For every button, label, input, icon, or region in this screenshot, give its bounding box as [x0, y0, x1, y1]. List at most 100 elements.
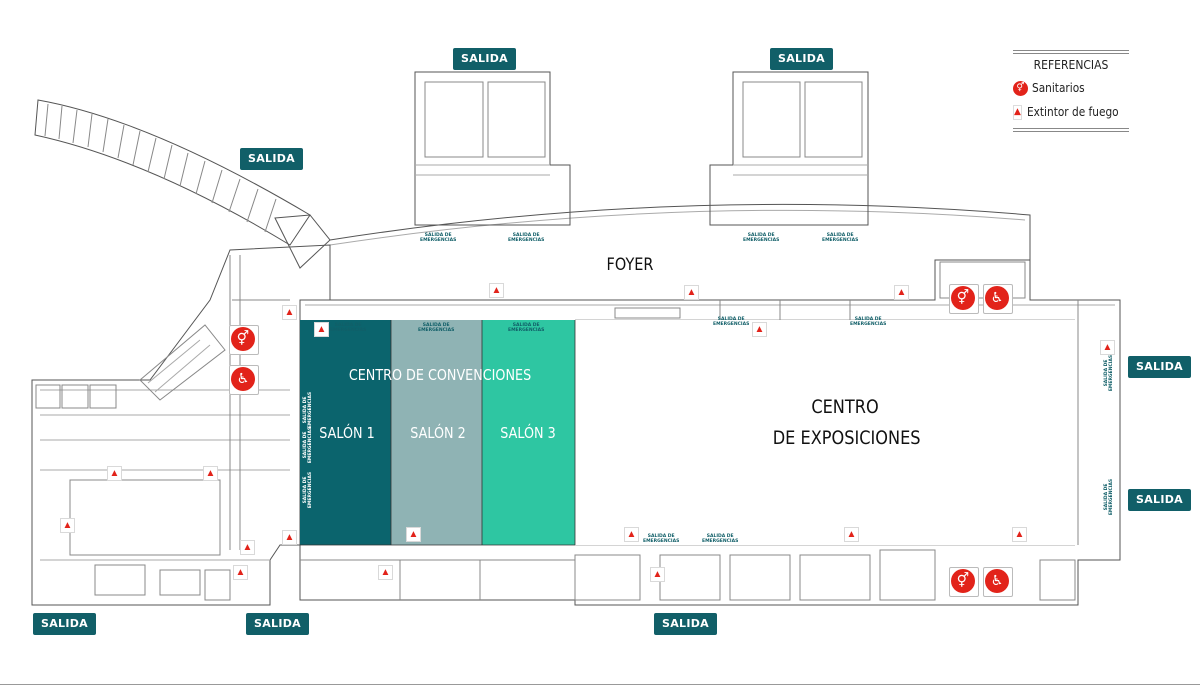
wheelchair-icon: ♿ — [985, 569, 1009, 593]
fire-extinguisher-icon: ▲ — [489, 283, 504, 298]
fire-extinguisher-icon: ▲ — [60, 518, 75, 533]
fire-extinguisher-icon: ▲ — [1013, 104, 1022, 120]
exit-badge-south-east: SALIDA — [654, 613, 717, 635]
emergency-line2: EMERGENCIAS — [308, 391, 314, 429]
restroom-icon: ⚥ — [231, 327, 255, 351]
fire-extinguisher-icon: ▲ — [894, 285, 909, 300]
emergency-line2: EMERGENCIAS — [1109, 478, 1115, 516]
emergency-line1: SALIDA DE — [422, 323, 450, 328]
restroom-icon: ⚥ — [951, 286, 975, 310]
hall-3-label: SALÓN 3 — [500, 424, 556, 442]
fire-extinguisher-icon: ▲ — [282, 530, 297, 545]
emergency-line1: SALIDA DE — [717, 317, 745, 322]
emergency-line2: EMERGENCIAS — [418, 328, 455, 333]
left-building-outline — [31, 244, 331, 606]
emergency-line1: SALIDA DE — [512, 233, 540, 238]
exit-badge-north-2: SALIDA — [770, 48, 833, 70]
fire-extinguisher-icon: ▲ — [624, 527, 639, 542]
legend-item-extinguisher: ▲ Extintor de fuego — [1013, 100, 1129, 124]
exit-badge-north-1: SALIDA — [453, 48, 516, 70]
fire-extinguisher-icon: ▲ — [314, 322, 329, 337]
exit-badge-south-center: SALIDA — [246, 613, 309, 635]
emergency-line1: SALIDA DE — [826, 233, 854, 238]
emergency-line2: EMERGENCIAS — [713, 322, 750, 327]
emergency-line2: EMERGENCIAS — [743, 238, 780, 243]
hall-3-area — [482, 320, 575, 545]
fire-extinguisher-icon: ▲ — [752, 322, 767, 337]
emergency-line1: SALIDA DE — [512, 323, 540, 328]
fire-extinguisher-icon: ▲ — [233, 565, 248, 580]
legend-top-rule — [1013, 50, 1129, 54]
curved-walkway — [34, 99, 311, 246]
north-exit-block-1 — [414, 71, 571, 226]
fire-extinguisher-icon: ▲ — [282, 305, 297, 320]
fire-extinguisher-icon: ▲ — [650, 567, 665, 582]
restroom-icon: ⚥ — [951, 569, 975, 593]
emergency-line2: EMERGENCIAS — [508, 328, 545, 333]
fire-extinguisher-icon: ▲ — [684, 285, 699, 300]
fire-extinguisher-icon: ▲ — [1100, 340, 1115, 355]
expo-center-label-line1: CENTRO — [811, 396, 879, 418]
hall-1-label: SALÓN 1 — [319, 424, 375, 442]
hall-1-area — [300, 320, 391, 545]
legend-item-restrooms: ⚥ Sanitarios — [1013, 76, 1129, 100]
legend-title: REFERENCIAS — [1033, 58, 1109, 72]
expo-center-label-line2: DE EXPOSICIONES — [772, 427, 921, 449]
exit-badge-east-1: SALIDA — [1128, 356, 1191, 378]
bottom-divider — [0, 684, 1200, 685]
emergency-line2: EMERGENCIAS — [822, 238, 859, 243]
exit-badge-walkway: SALIDA — [240, 148, 303, 170]
emergency-line2: EMERGENCIAS — [850, 322, 887, 327]
fire-extinguisher-icon: ▲ — [1012, 527, 1027, 542]
hall-2-area — [391, 320, 482, 545]
hall-2-label: SALÓN 2 — [410, 424, 466, 442]
emergency-line2: EMERGENCIAS — [420, 238, 457, 243]
legend-bottom-rule — [1013, 128, 1129, 132]
emergency-line1: SALIDA DE — [854, 317, 882, 322]
emergency-line1: SALIDA DE — [706, 534, 734, 539]
emergency-line2: EMERGENCIAS — [702, 539, 739, 544]
emergency-line2: EMERGENCIAS — [1109, 354, 1115, 392]
fire-extinguisher-icon: ▲ — [240, 540, 255, 555]
convention-center-label: CENTRO DE CONVENCIONES — [348, 366, 532, 384]
restroom-icon: ⚥ — [1013, 80, 1028, 96]
fire-extinguisher-icon: ▲ — [406, 527, 421, 542]
legend-label: Extintor de fuego — [1026, 105, 1119, 119]
emergency-line2: EMERGENCIAS — [508, 238, 545, 243]
legend: REFERENCIAS ⚥ Sanitarios ▲ Extintor de f… — [1013, 50, 1129, 132]
emergency-line1: SALIDA DE — [334, 323, 362, 328]
legend-label: Sanitarios — [1032, 81, 1085, 95]
exit-badge-east-2: SALIDA — [1128, 489, 1191, 511]
emergency-line2: EMERGENCIAS — [330, 328, 367, 333]
emergency-line2: EMERGENCIAS — [643, 539, 680, 544]
emergency-line1: SALIDA DE — [424, 233, 452, 238]
fire-extinguisher-icon: ▲ — [378, 565, 393, 580]
fire-extinguisher-icon: ▲ — [844, 527, 859, 542]
exit-badge-south-west: SALIDA — [33, 613, 96, 635]
wheelchair-icon: ♿ — [231, 367, 255, 391]
fire-extinguisher-icon: ▲ — [203, 466, 218, 481]
emergency-line1: SALIDA DE — [647, 534, 675, 539]
emergency-line2: EMERGENCIAS — [308, 471, 314, 509]
wheelchair-icon: ♿ — [985, 286, 1009, 310]
emergency-line2: EMERGENCIAS — [308, 426, 314, 464]
emergency-line1: SALIDA DE — [747, 233, 775, 238]
foyer-label: FOYER — [606, 255, 654, 275]
